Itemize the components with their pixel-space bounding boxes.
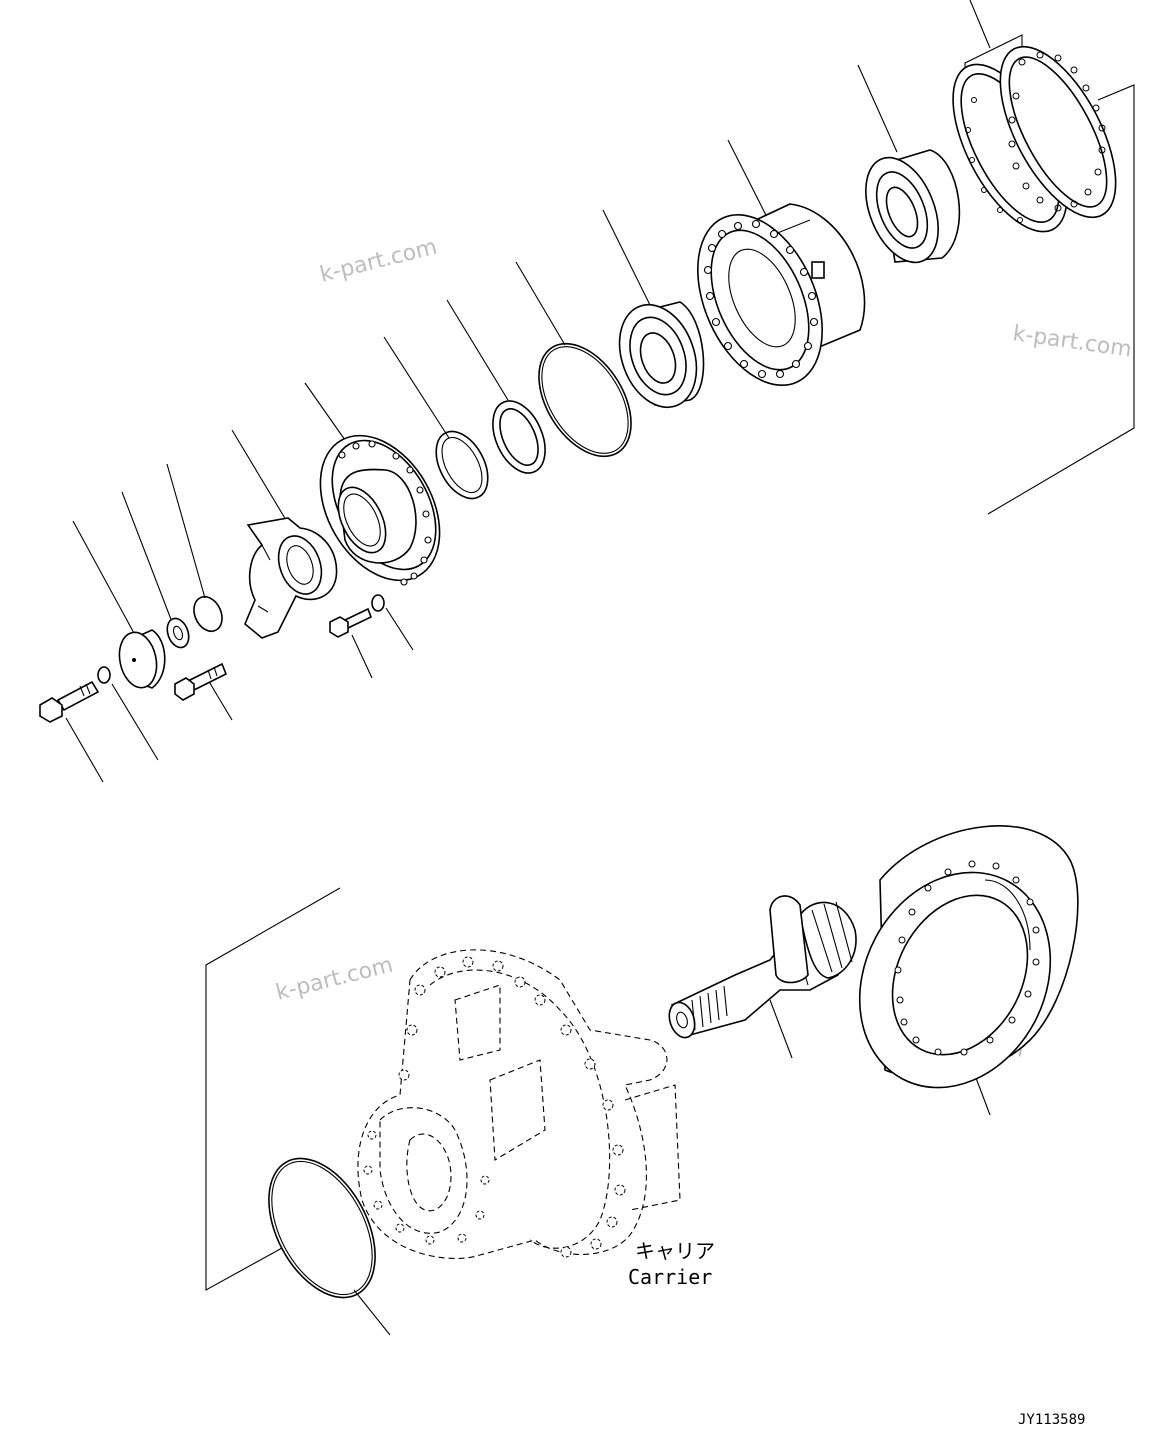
oil-seal [492, 400, 546, 474]
bearing-upper [865, 149, 961, 264]
ring-gear-holes [894, 860, 1040, 1056]
gasket-pair [952, 45, 1117, 233]
drive-yoke [244, 517, 338, 639]
carrier-label-en: Carrier [628, 1265, 712, 1289]
ring-gear [858, 825, 1079, 1089]
bolt-small [329, 607, 373, 638]
leader-lines-upper [65, 0, 991, 783]
carrier-label-jp: キャリア [635, 1239, 715, 1263]
gasket-holes [965, 51, 1106, 223]
snap-ring [435, 430, 489, 500]
bolt-large [39, 680, 100, 723]
lock-washer [97, 666, 111, 684]
cage-housing [697, 203, 866, 387]
carrier-o-ring-inner [271, 1160, 373, 1296]
drawing-code: JY113589 [1018, 1412, 1085, 1428]
end-plate [118, 629, 166, 689]
retainer-flange [319, 434, 441, 586]
washer [166, 617, 190, 649]
pinion-gear [668, 895, 857, 1039]
watermark-3: k-part.com [273, 953, 395, 1006]
bolt-medium [174, 662, 228, 701]
lower-group-frame [205, 887, 341, 1291]
carrier-bolt-holes [363, 956, 626, 1258]
watermark-2: k-part.com [1011, 321, 1133, 362]
watermark-1: k-part.com [317, 235, 439, 288]
washer-small [371, 594, 385, 612]
carrier-o-ring [268, 1157, 376, 1299]
o-ring-large [538, 342, 632, 458]
o-ring-small [193, 595, 223, 633]
carrier-housing [357, 949, 681, 1259]
bearing-middle [618, 301, 705, 409]
cage-bolt-holes [703, 219, 819, 379]
o-ring-large-inner [541, 346, 629, 454]
flange-bolt-holes [338, 440, 432, 586]
